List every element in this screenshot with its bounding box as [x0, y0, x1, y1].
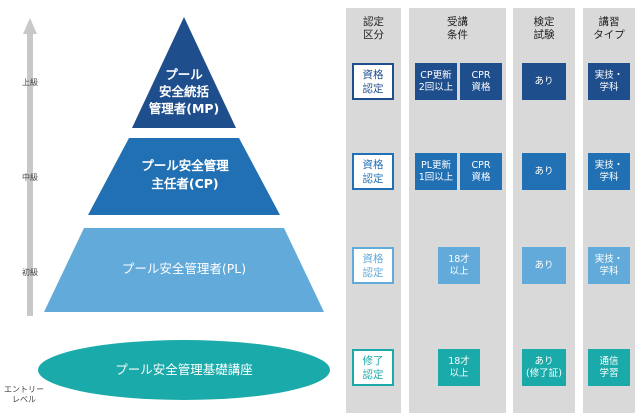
tier-pl-shape: [44, 228, 324, 312]
row-cp-category: 資格 認定: [352, 153, 394, 190]
row-cp-condition-renewal: PL更新 1回以上: [415, 153, 457, 190]
tier-basic-shape: [38, 340, 330, 400]
row-pl-exam: あり: [522, 247, 566, 284]
tier-cp-label: プール安全管理 主任者(CP): [141, 158, 229, 191]
tier-mp-shape: [132, 17, 236, 128]
tier-pl-label: プール安全管理者(PL): [121, 261, 247, 276]
certification-pyramid: [38, 17, 330, 400]
row-pl-condition-age: 18才 以上: [438, 247, 480, 284]
row-basic-exam: あり (修了証): [522, 349, 566, 386]
level-label-middle: 中級: [22, 173, 38, 182]
row-pl-type: 実技・ 学科: [588, 247, 630, 284]
row-cp-exam: あり: [522, 153, 566, 190]
row-cp-type: 実技・ 学科: [588, 153, 630, 190]
tier-basic-label: プール安全管理基礎講座: [115, 362, 253, 377]
row-mp-condition-cpr: CPR 資格: [460, 63, 502, 100]
row-mp-type: 実技・ 学科: [588, 63, 630, 100]
row-mp-exam: あり: [522, 63, 566, 100]
level-axis-arrow: [23, 18, 37, 316]
level-label-entry: エントリー レベル: [4, 385, 44, 404]
row-basic-category: 修了 認定: [352, 349, 394, 386]
row-mp-condition-renewal: CP更新 2回以上: [415, 63, 457, 100]
column-conditions-header: 受講 条件: [447, 16, 468, 41]
row-pl-category: 資格 認定: [352, 247, 394, 284]
column-exam-header: 検定 試験: [533, 16, 555, 41]
level-label-beginner: 初級: [22, 268, 38, 277]
tier-mp-label: プール 安全統括 管理者(MP): [148, 67, 220, 116]
tier-cp-shape: [88, 138, 280, 215]
level-label-upper: 上級: [22, 78, 38, 87]
column-type-header: 講習 タイプ: [593, 16, 625, 41]
column-category-header: 認定 区分: [363, 16, 384, 41]
row-basic-type: 通信 学習: [588, 349, 630, 386]
row-basic-condition-age: 18才 以上: [438, 349, 480, 386]
row-mp-category: 資格 認定: [352, 63, 394, 100]
row-cp-condition-cpr: CPR 資格: [460, 153, 502, 190]
